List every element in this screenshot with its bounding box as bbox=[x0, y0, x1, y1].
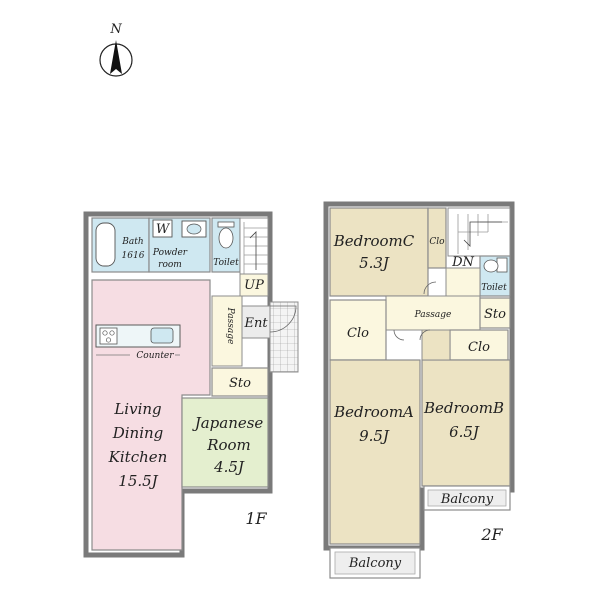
ldk-size: 15.5J bbox=[118, 472, 158, 490]
japanese-room bbox=[181, 397, 269, 488]
stove-icon bbox=[99, 327, 118, 345]
washer-box bbox=[152, 219, 173, 238]
storage-2f bbox=[479, 297, 511, 329]
toilet-tank-icon bbox=[217, 221, 235, 228]
washer-label: W bbox=[156, 222, 171, 237]
entrance-label: Ent bbox=[243, 316, 268, 331]
down-label: DN bbox=[451, 255, 474, 270]
toilet-bowl-icon bbox=[218, 227, 234, 249]
toilet-label-2f: Toilet bbox=[481, 283, 507, 293]
bedroom-b bbox=[421, 359, 511, 487]
bedroom-b-size: 6.5J bbox=[449, 423, 480, 441]
ldk-label-line1: Living bbox=[113, 400, 161, 418]
bedroom-c-label: BedroomC bbox=[333, 232, 415, 250]
passage-2f-upper bbox=[445, 267, 481, 297]
bedroom-a bbox=[329, 359, 421, 545]
closet-a bbox=[329, 299, 387, 361]
toilet-tank-icon-2f bbox=[496, 257, 508, 273]
bedroom-a-size: 9.5J bbox=[359, 427, 390, 445]
entrance-1f bbox=[241, 305, 271, 339]
floor1-label: 1F bbox=[245, 509, 267, 528]
closet-a-label: Clo bbox=[347, 326, 369, 341]
japanese-size: 4.5J bbox=[213, 458, 245, 476]
powder-label-line2: room bbox=[158, 260, 182, 270]
floor2-label: 2F bbox=[480, 525, 503, 544]
passage-1f bbox=[211, 295, 243, 367]
floor2: BedroomC 5.3J Clo DN Toilet Passage Sto bbox=[323, 201, 515, 579]
bath-label: Bath bbox=[121, 237, 143, 247]
toilet-bowl-icon-2f bbox=[483, 259, 499, 273]
up-area bbox=[239, 273, 269, 297]
balcony-b-label: Balcony bbox=[440, 492, 494, 507]
bedroom-a-label: BedroomA bbox=[333, 403, 414, 421]
bedroom-c-size: 5.3J bbox=[359, 254, 390, 272]
japanese-label-line2: Room bbox=[206, 436, 251, 454]
passage-label-1f: Passage bbox=[225, 307, 235, 345]
closet-c-label: Clo bbox=[429, 237, 445, 247]
bedroom-c bbox=[329, 207, 429, 297]
ldk-label-line3: Kitchen bbox=[108, 448, 168, 466]
balcony-a-label: Balcony bbox=[348, 556, 402, 571]
compass-label: N bbox=[109, 22, 122, 37]
bath-size: 1616 bbox=[122, 251, 145, 261]
entrance-tile bbox=[269, 301, 299, 373]
toilet-label-1f: Toilet bbox=[213, 258, 239, 268]
storage-label-2f: Sto bbox=[484, 307, 506, 322]
sink-icon bbox=[150, 327, 174, 344]
storage-label-1f: Sto bbox=[229, 376, 251, 391]
compass: N bbox=[99, 22, 133, 77]
closet-c bbox=[427, 207, 447, 269]
powder-label-line1: Powder bbox=[152, 248, 188, 258]
bedroom-b-label: BedroomB bbox=[423, 399, 504, 417]
closet-b-label: Clo bbox=[468, 340, 490, 355]
storage-1f bbox=[211, 367, 269, 397]
japanese-label-line1: Japanese bbox=[192, 414, 264, 432]
bathtub-icon bbox=[95, 222, 116, 267]
passage-label-2f: Passage bbox=[414, 310, 452, 320]
up-label: UP bbox=[244, 278, 264, 293]
floor1: Counter Living Dining Kitchen 15.5J Bath… bbox=[83, 211, 299, 558]
counter-label: Counter bbox=[136, 351, 174, 361]
ldk-label-line2: Dining bbox=[112, 424, 164, 442]
north-arrow-icon bbox=[110, 40, 122, 74]
